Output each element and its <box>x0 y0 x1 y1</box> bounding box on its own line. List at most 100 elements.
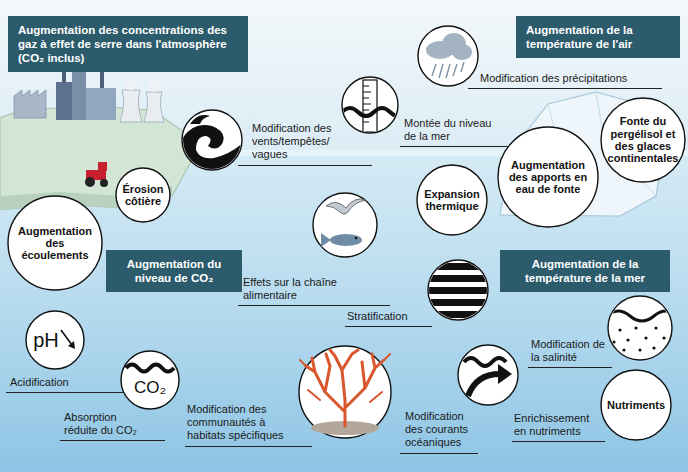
food-chain-icon <box>355 237 358 240</box>
circle-symbol <box>126 365 174 372</box>
effect-circle: Fonte du pergélisol et des glaces contin… <box>600 97 686 183</box>
circle-label: Érosion côtière <box>117 183 169 208</box>
salinity-icon <box>662 336 665 339</box>
leader-line <box>60 440 165 441</box>
box-title: Augmentation du niveau de CO₂ <box>114 257 234 285</box>
annotation-label: Modification des communautés à habitats … <box>187 403 291 443</box>
circle-text-block: CO₂ <box>125 378 175 397</box>
circle-text-holder: Expansion thermique <box>416 164 488 236</box>
sea-level-icon <box>342 108 406 116</box>
circle-outline <box>417 165 487 235</box>
factory <box>86 88 116 120</box>
wave-icon <box>178 115 246 175</box>
leader-line <box>400 146 520 147</box>
stratification-icon <box>428 263 488 270</box>
ph-circle: pH <box>25 310 85 370</box>
leader-line <box>468 88 662 89</box>
current-icon <box>458 345 518 405</box>
circle-label: CO₂ <box>125 378 175 397</box>
salinity-icon <box>638 348 641 351</box>
coral-icon <box>306 350 384 426</box>
effect-circle: Nutriments <box>600 369 672 441</box>
circle-text-block: Fonte du pergélisol et des glaces contin… <box>603 115 683 164</box>
effect-circle: Érosion côtière <box>115 167 171 223</box>
salinity-icon <box>644 336 647 339</box>
coral-icon <box>299 346 391 438</box>
circle-label: Augmentation des écoulements <box>12 225 98 262</box>
circle-text-block: pH <box>26 329 66 351</box>
leader-line <box>6 392 124 393</box>
circle-text-holder: CO₂ <box>120 350 180 410</box>
circle-outline <box>121 351 179 409</box>
cause-box: Augmentation de la température de la mer <box>500 250 670 292</box>
circle-text-holder: Augmentation des écoulements <box>7 195 103 291</box>
circle-text-holder: Nutriments <box>600 369 672 441</box>
coral-icon <box>299 346 391 438</box>
cause-box: Augmentation des concentrations des gaz … <box>8 16 248 72</box>
factory <box>56 82 72 120</box>
circle-text-holder: pH <box>25 310 85 370</box>
wave-icon <box>190 115 210 124</box>
stratification-icon <box>428 287 488 294</box>
circle-outline <box>601 370 671 440</box>
circle-text-block: Érosion côtière <box>117 183 169 208</box>
salinity-icon <box>634 326 637 329</box>
stratification-icon <box>428 260 488 320</box>
salinity-icon <box>618 328 621 331</box>
leader-line <box>185 446 312 447</box>
food-chain-icon <box>330 234 362 246</box>
circle-text-block: Augmentation des apports en eau de fonte <box>503 159 593 196</box>
salinity-icon <box>626 338 629 341</box>
annotation-label: Acidification <box>10 376 100 389</box>
salinity-icon <box>622 348 625 351</box>
food-chain-icon <box>313 193 377 257</box>
wave-icon <box>178 110 246 175</box>
circle-label: pH <box>26 329 66 351</box>
leader-line <box>238 305 390 306</box>
salinity-icon <box>612 340 615 343</box>
circle-outline <box>498 127 598 227</box>
salinity-icon <box>606 311 678 321</box>
leader-line <box>400 453 478 454</box>
wave-icon <box>178 125 246 175</box>
tractor <box>98 162 107 171</box>
circle-symbol <box>126 365 174 372</box>
circle-text-block: Augmentation des écoulements <box>12 225 98 262</box>
factory <box>120 90 142 122</box>
leader-line <box>528 367 612 368</box>
annotation-label: Absorption réduite du CO₂ <box>64 411 144 437</box>
circle-text-block: Expansion thermique <box>419 188 485 213</box>
circle-label: Augmentation des apports en eau de fonte <box>503 159 593 196</box>
circle-text-block: Nutriments <box>602 399 670 411</box>
circle-label: Nutriments <box>602 399 670 411</box>
annotation-label: Montée du niveau de la mer <box>404 117 492 143</box>
factory <box>72 70 86 120</box>
rain-cloud-icon <box>432 62 464 78</box>
circle-symbol <box>68 341 75 349</box>
sea-level-icon <box>342 77 398 133</box>
annotation-label: Effets sur la chaîne alimentaire <box>243 276 363 302</box>
circle-outline <box>601 98 685 182</box>
salinity-icon <box>608 296 672 360</box>
salinity-icon <box>606 296 678 360</box>
cause-box: Augmentation du niveau de CO₂ <box>106 250 242 292</box>
circle-outline <box>8 196 102 290</box>
salinity-icon <box>652 346 655 349</box>
circle-symbol <box>61 330 75 349</box>
circle-text-holder: Augmentation des apports en eau de fonte <box>497 126 599 228</box>
tractor <box>85 162 108 187</box>
circle-outline <box>116 168 170 222</box>
circle-label: Fonte du pergélisol et des glaces contin… <box>603 115 683 164</box>
current-icon <box>464 358 506 366</box>
sea-level-icon <box>342 77 406 133</box>
circle-label: Expansion thermique <box>419 188 485 213</box>
food-chain-icon <box>326 199 366 214</box>
leader-line <box>345 326 432 327</box>
box-title: Augmentation de la température de la mer <box>508 257 662 285</box>
stratification-icon <box>428 299 488 306</box>
sea-level-icon <box>363 80 377 132</box>
circle-text-holder: Fonte du pergélisol et des glaces contin… <box>600 97 686 183</box>
box-title: Augmentation de la température de l'air <box>526 23 670 51</box>
